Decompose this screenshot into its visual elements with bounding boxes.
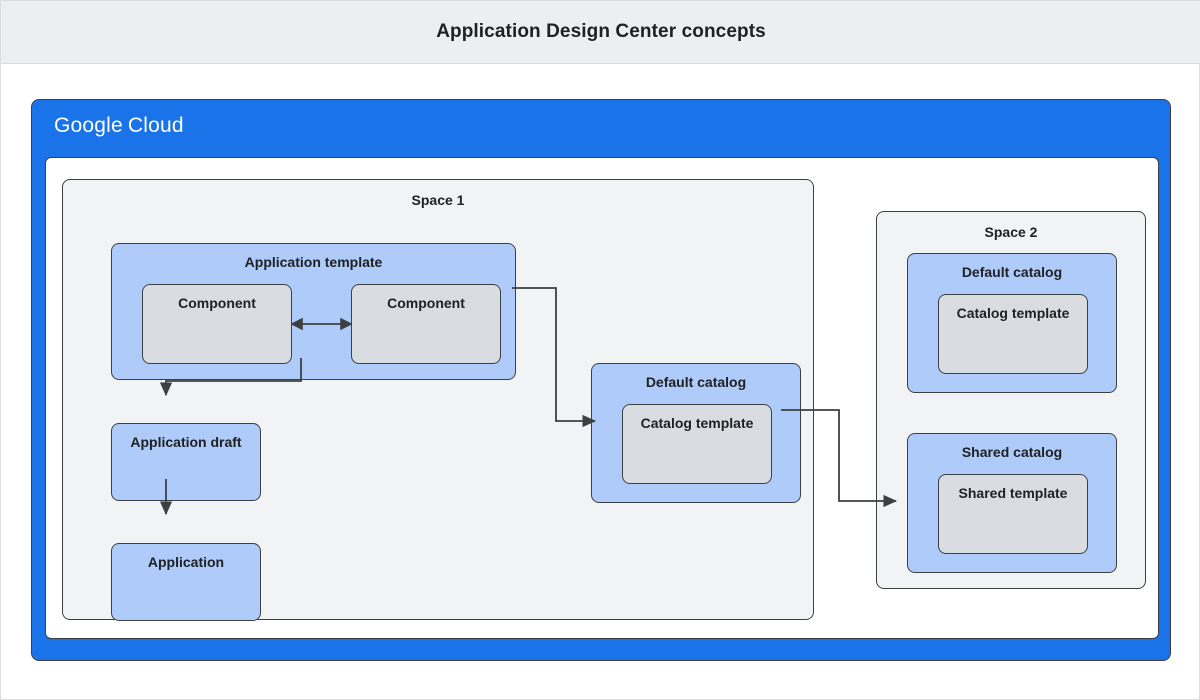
shared-template-title: Shared template [958, 485, 1068, 501]
component-to-component-arrow [292, 317, 351, 331]
catalog-template-box-space-2: Catalog template [938, 294, 1088, 374]
application-draft-box: Application draft [111, 423, 261, 501]
header-bar: Application Design Center concepts [1, 1, 1200, 64]
space-1-container: Space 1 Application template Component C… [62, 179, 814, 621]
application-draft-title: Application draft [130, 434, 242, 450]
default-catalog-space-1-title: Default catalog [645, 374, 747, 390]
shared-catalog-box-space-2: Shared catalog Shared template [907, 433, 1117, 573]
component-box-1: Component [142, 284, 292, 364]
cloud-inner-panel: Space 1 Application template Component C… [45, 157, 1159, 639]
page-title: Application Design Center concepts [436, 21, 766, 42]
space-2-title: Space 2 [984, 224, 1038, 240]
cloud-wordmark: Cloud [127, 114, 184, 137]
space-2-container: Space 2 Default catalog Catalog template… [876, 211, 1146, 589]
google-wordmark: Google [54, 114, 123, 137]
application-template-box: Application template Component Component [111, 243, 516, 380]
component-1-title: Component [178, 295, 256, 311]
component-box-2: Component [351, 284, 501, 364]
catalog-template-space-2-title: Catalog template [956, 305, 1070, 321]
application-template-title: Application template [244, 254, 383, 270]
default-catalog-box-space-1: Default catalog Catalog template [591, 363, 801, 503]
application-box: Application [111, 543, 261, 621]
component-2-title: Component [387, 295, 465, 311]
default-catalog-space-2-title: Default catalog [961, 264, 1063, 280]
space-1-title: Space 1 [411, 192, 465, 208]
shared-catalog-title: Shared catalog [961, 444, 1063, 460]
catalog-template-box-space-1: Catalog template [622, 404, 772, 484]
catalog-template-space-1-title: Catalog template [640, 415, 754, 431]
shared-template-box: Shared template [938, 474, 1088, 554]
application-title: Application [147, 554, 225, 570]
default-catalog-box-space-2: Default catalog Catalog template [907, 253, 1117, 393]
